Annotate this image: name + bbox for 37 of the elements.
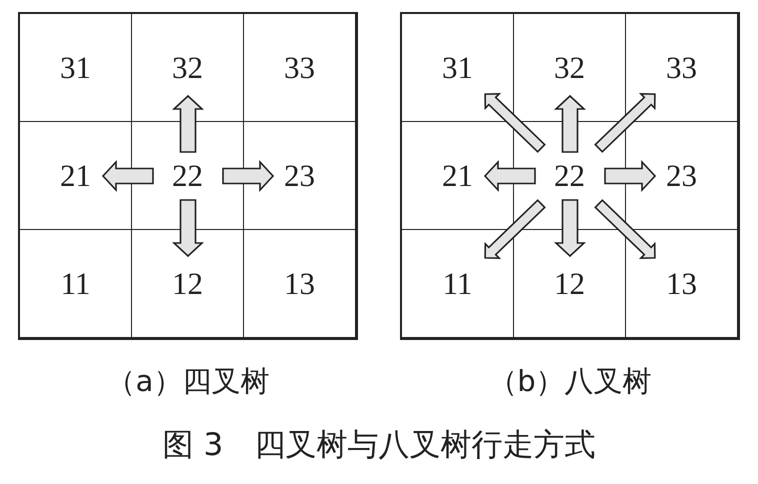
grid-cell (625, 229, 738, 338)
cell-number: 32 (172, 50, 203, 86)
cell-number: 21 (60, 158, 91, 194)
block-arrow (484, 92, 546, 153)
block-arrow (222, 160, 274, 192)
cell-number: 22 (554, 158, 585, 194)
cell-number: 33 (284, 50, 315, 86)
block-arrow (102, 160, 154, 192)
figure-caption: 图 3 四叉树与八叉树行走方式 (162, 426, 596, 465)
cell-number: 12 (554, 266, 585, 302)
block-arrow (594, 199, 656, 260)
cell-number: 31 (60, 50, 91, 86)
block-arrow (172, 199, 204, 258)
cell-number: 22 (172, 158, 203, 194)
cell-number: 31 (442, 50, 473, 86)
block-arrow (554, 199, 586, 258)
cell-number: 21 (442, 158, 473, 194)
subfigure-label: （b）八叉树 (487, 363, 653, 400)
cell-number: 23 (666, 158, 697, 194)
grid-cell (243, 229, 356, 338)
subfigure-label: （a）四叉树 (106, 363, 270, 400)
block-arrow (594, 92, 656, 153)
grid-box (400, 12, 740, 340)
cell-number: 11 (442, 266, 472, 302)
block-arrow (484, 160, 536, 192)
cell-number: 13 (666, 266, 697, 302)
cell-number: 11 (60, 266, 90, 302)
cell-number: 12 (172, 266, 203, 302)
block-arrow (604, 160, 656, 192)
cell-number: 33 (666, 50, 697, 86)
grid-box (18, 12, 358, 340)
cell-number: 32 (554, 50, 585, 86)
block-arrow (484, 199, 546, 260)
block-arrow (172, 94, 204, 153)
cell-number: 13 (284, 266, 315, 302)
block-arrow (554, 94, 586, 153)
cell-number: 23 (284, 158, 315, 194)
